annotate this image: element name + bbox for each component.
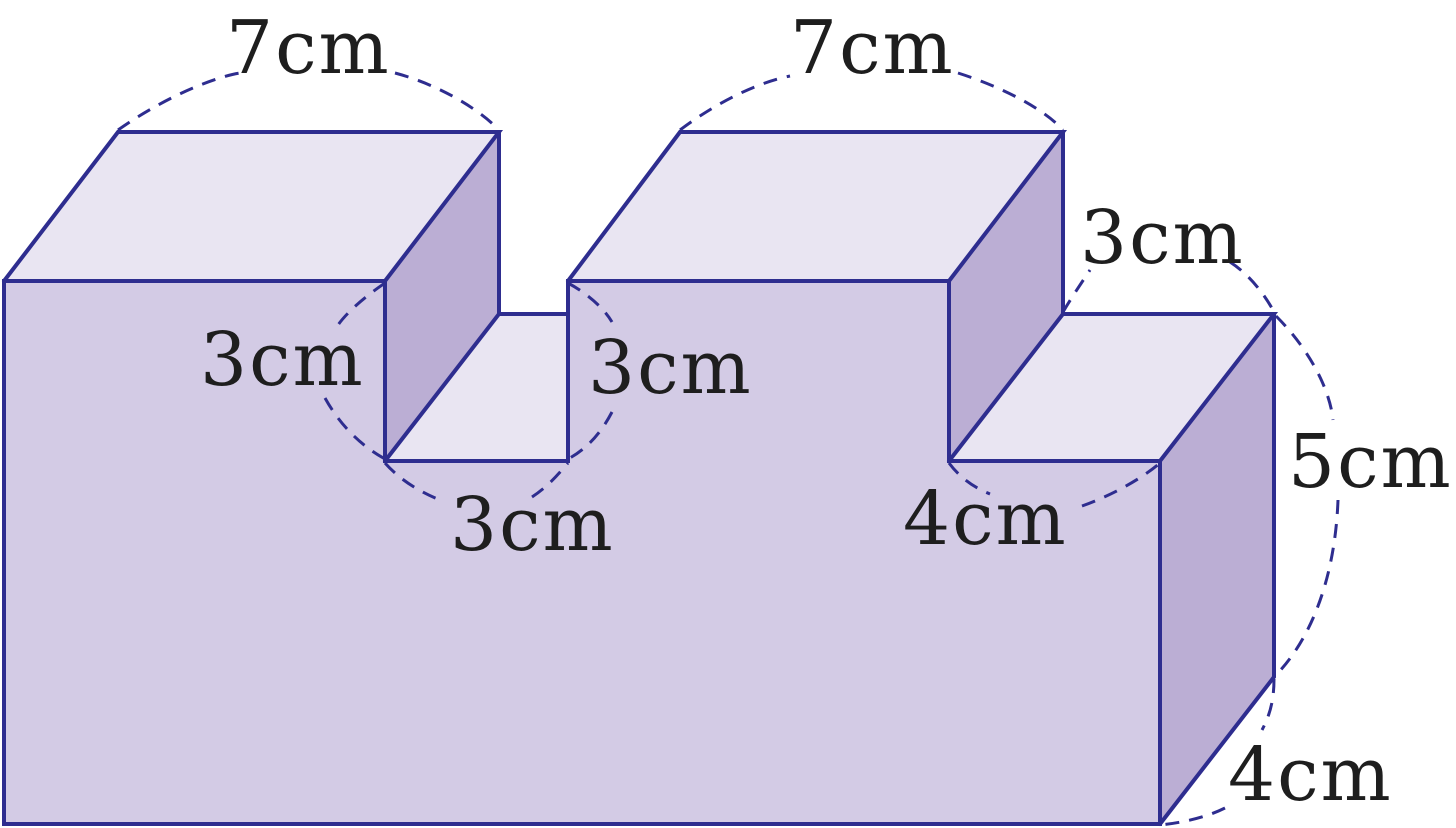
side-face-right xyxy=(1160,314,1274,824)
arc-notch-bottom-width-right xyxy=(531,462,570,499)
top-face-notch-floor xyxy=(385,314,568,461)
visible-edges xyxy=(2,130,1279,826)
arc-notch-right-height-low xyxy=(567,411,614,461)
top-face-left-block xyxy=(4,132,499,281)
arc-notch-right-height xyxy=(567,281,614,323)
dimension-labels: 7cm 7cm 3cm 3cm 3cm 3cm 4cm 5cm 4cm xyxy=(200,5,1453,818)
top-face-middle-block xyxy=(568,132,1063,281)
arc-top-left-width xyxy=(117,71,241,132)
arc-right-height xyxy=(1274,314,1335,421)
side-face-middle-block xyxy=(949,132,1063,461)
label-notch-left-height: 3cm xyxy=(200,317,365,403)
top-faces xyxy=(4,132,1274,461)
label-top-left-width: 7cm xyxy=(226,5,391,91)
top-face-step xyxy=(949,314,1274,461)
arc-notch-left-height xyxy=(336,281,386,326)
arc-step-width-right xyxy=(1081,461,1161,508)
label-notch-bottom-width: 3cm xyxy=(450,482,615,568)
arc-base-depth-low xyxy=(1159,806,1226,827)
label-notch-right-height: 3cm xyxy=(588,325,753,411)
label-step-width: 4cm xyxy=(903,476,1068,562)
arc-step-width xyxy=(947,462,991,496)
label-top-right-width: 7cm xyxy=(790,5,955,91)
arc-top-right-width xyxy=(679,74,791,132)
dimension-arcs xyxy=(117,71,1340,827)
arc-top-left-width-right xyxy=(394,71,501,132)
label-base-depth: 4cm xyxy=(1228,732,1393,818)
right-side-outline xyxy=(1158,312,1276,826)
front-face xyxy=(4,281,1160,824)
arc-right-height-low xyxy=(1274,499,1340,677)
arc-notch-left-height-low xyxy=(323,397,386,461)
side-faces xyxy=(385,132,1274,824)
arc-base-depth xyxy=(1260,678,1276,731)
arc-step-depth xyxy=(1061,269,1092,313)
arc-notch-bottom-width xyxy=(383,462,441,502)
left-block-top-outline xyxy=(2,130,504,283)
middle-block-top-outline xyxy=(566,130,1068,283)
label-right-height: 5cm xyxy=(1288,419,1453,505)
arc-step-depth-right xyxy=(1229,260,1276,313)
label-step-depth: 3cm xyxy=(1080,195,1245,281)
side-face-left-block xyxy=(385,132,499,461)
arc-top-right-width-right xyxy=(957,71,1065,132)
